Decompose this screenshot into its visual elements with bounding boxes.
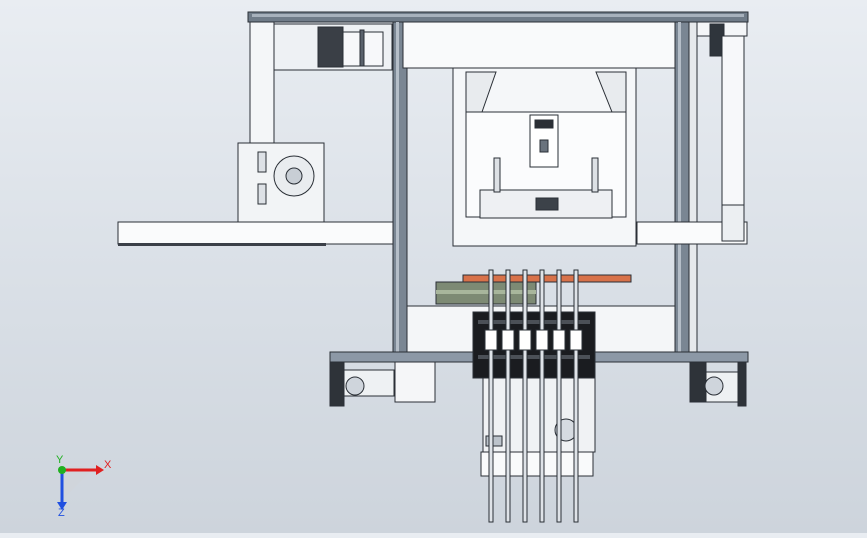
nozzle-2 (505, 269, 511, 523)
nozzle-6 (573, 269, 579, 523)
nozzle-3 (522, 269, 528, 523)
machine-assembly-model[interactable] (117, 11, 749, 523)
nozzle-5 (556, 269, 562, 523)
x-axis-label: X (104, 459, 112, 471)
z-axis-label: Z (58, 507, 65, 519)
left-cross-arm (117, 221, 394, 245)
coordinate-triad: X Y Z (56, 454, 112, 519)
nozzle-1 (488, 269, 494, 523)
right-cross-arm (636, 221, 748, 245)
right-column (674, 21, 690, 353)
central-housing-top (402, 21, 676, 69)
left-column (392, 21, 408, 353)
nozzle-4 (539, 269, 545, 523)
y-axis-dot (58, 466, 66, 474)
nozzle-array (488, 269, 579, 523)
left-upper-bracket (249, 21, 275, 148)
y-axis-label: Y (56, 454, 64, 466)
feeder-strip (462, 274, 632, 283)
